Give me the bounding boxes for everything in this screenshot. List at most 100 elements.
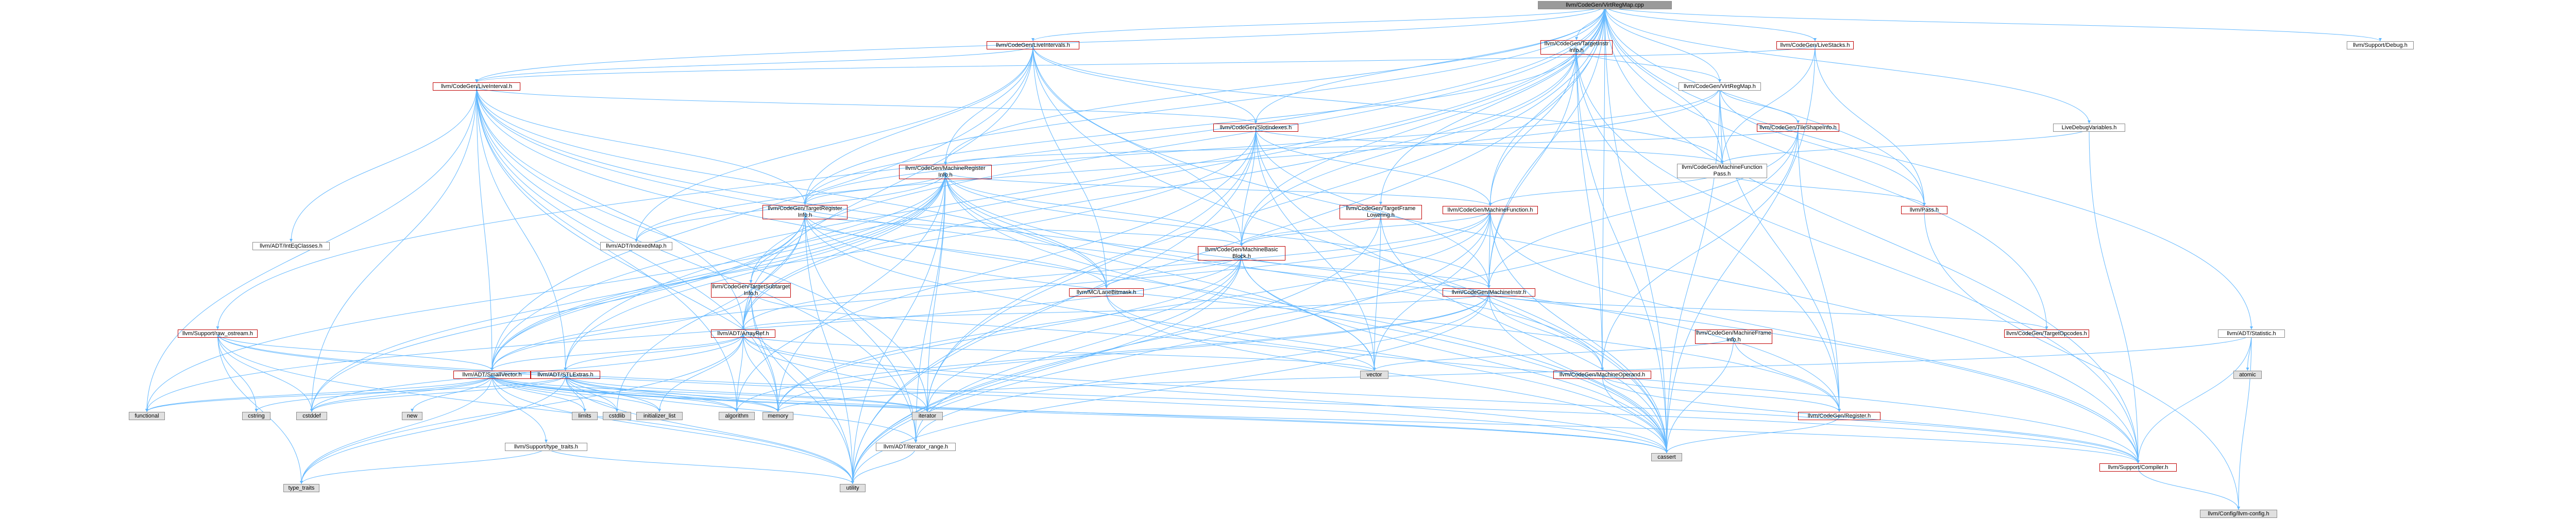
edge-virtregmaph-to-pass: [1719, 86, 1926, 206]
edge-livestacks-to-cassert: [1665, 45, 1816, 454]
node-stats[interactable]: llvm/ADT/Statistic.h: [2218, 330, 2285, 338]
node-cstddef[interactable]: cstddef: [296, 412, 327, 420]
node-mbb[interactable]: llvm/CodeGen/MachineBasic Block.h: [1198, 246, 1285, 261]
edge-mbb-to-utility: [851, 253, 1242, 484]
node-tsi[interactable]: llvm/CodeGen/TargetSubtarget Info.h: [711, 283, 791, 298]
edge-liveinterval-to-cstddef: [310, 86, 477, 412]
edge-mop-to-register: [1602, 374, 1841, 412]
node-initlist[interactable]: initializer_list: [636, 412, 683, 420]
node-stlextras[interactable]: llvm/ADT/STLExtras.h: [531, 371, 600, 379]
node-iterator[interactable]: iterator: [912, 412, 943, 420]
edge-mbb-to-lanebm: [1105, 253, 1242, 289]
edge-mri-to-utility: [851, 171, 946, 484]
edge-smallvec-to-memory: [492, 374, 779, 412]
node-typetraits[interactable]: type_traits: [283, 484, 319, 492]
node-cstring[interactable]: cstring: [242, 412, 270, 420]
edge-mri-to-tri: [803, 171, 946, 205]
node-debug[interactable]: llvm/Support/Debug.h: [2347, 41, 2414, 49]
edge-tfl-to-vector: [1372, 212, 1381, 371]
node-register[interactable]: llvm/CodeGen/Register.h: [1798, 412, 1880, 420]
edge-root-to-rawos: [216, 5, 1605, 330]
edge-mf-to-compiler: [1490, 210, 2140, 464]
node-mop[interactable]: llvm/CodeGen/MachineOperand.h: [1553, 371, 1651, 379]
edge-mframe-to-cassert: [1665, 336, 1734, 454]
edge-smallvec-to-utility: [492, 374, 854, 484]
edge-tsi-to-smallvec: [490, 290, 751, 371]
node-iterrange[interactable]: llvm/ADT/iterator_range.h: [876, 443, 956, 451]
node-limits[interactable]: limits: [572, 412, 598, 420]
edge-arrayref-to-vector: [743, 333, 1376, 371]
edge-mri-to-arrayref: [741, 171, 946, 330]
node-tfl[interactable]: llvm/CodeGen/TargetFrame Lowering.h: [1340, 205, 1422, 219]
edge-slotidx-to-smallvec: [490, 127, 1256, 371]
node-mfpass[interactable]: llvm/CodeGen/MachineFunction Pass.h: [1677, 164, 1767, 178]
edge-tileshape-to-utility: [851, 127, 1799, 484]
node-rawos[interactable]: llvm/Support/raw_ostream.h: [178, 330, 258, 338]
edge-mframe-to-vector: [1372, 336, 1734, 371]
node-virtregmaph[interactable]: llvm/CodeGen/VirtRegMap.h: [1679, 82, 1761, 91]
edge-tgtinstr-to-minstr: [1487, 47, 1577, 289]
edge-mri-to-vector: [945, 171, 1376, 371]
edge-smallvec-to-typetraits: [300, 374, 493, 484]
edge-rawos-to-compiler: [217, 333, 2140, 464]
edge-root-to-iterator: [926, 5, 1605, 412]
edge-root-to-liveinterval: [475, 5, 1605, 83]
edge-virtregmaph-to-tri: [803, 86, 1720, 205]
node-atomic[interactable]: atomic: [2233, 371, 2262, 379]
node-new[interactable]: new: [402, 412, 422, 420]
node-root[interactable]: llvm/CodeGen/VirtRegMap.cpp: [1538, 1, 1672, 9]
node-smallvec[interactable]: llvm/ADT/SmallVector.h: [453, 371, 531, 379]
node-tgtinstr[interactable]: llvm/CodeGen/TargetInstr Info.h: [1540, 40, 1613, 55]
node-arrayref[interactable]: llvm/ADT/ArrayRef.h: [711, 330, 775, 338]
node-cassert[interactable]: cassert: [1651, 453, 1682, 461]
edge-root-to-mbb: [1240, 5, 1605, 247]
edge-tri-to-lanebm: [805, 212, 1108, 289]
edge-stats-to-memory: [776, 333, 2252, 412]
edge-mbb-to-cassert: [1241, 253, 1668, 454]
edge-typetraitsh-to-utility: [546, 446, 854, 484]
node-memory[interactable]: memory: [762, 412, 793, 420]
node-tileshape[interactable]: llvm/CodeGen/TileShapeInfo.h: [1757, 124, 1839, 132]
node-liveinterval[interactable]: llvm/CodeGen/LiveInterval.h: [433, 82, 520, 91]
edge-slotidx-to-algorithm: [735, 127, 1256, 412]
edge-minstr-to-iterrange: [914, 292, 1489, 443]
node-compiler[interactable]: llvm/Support/Compiler.h: [2099, 463, 2177, 472]
node-lanebm[interactable]: llvm/MC/LaneBitmask.h: [1069, 288, 1144, 297]
node-slotidx[interactable]: llvm/CodeGen/SlotIndexes.h: [1213, 124, 1298, 132]
node-utility[interactable]: utility: [840, 484, 866, 492]
edge-tgtinstr-to-cassert: [1576, 47, 1668, 454]
edge-root-to-minstr: [1487, 5, 1605, 289]
edge-slotidx-to-mfpass: [1256, 127, 1724, 164]
node-minstr[interactable]: llvm/CodeGen/MachineInstr.h: [1443, 288, 1535, 297]
node-functional[interactable]: functional: [129, 412, 165, 420]
edge-rawos-to-cstring: [217, 333, 258, 412]
node-indexedmap[interactable]: llvm/ADT/IndexedMap.h: [600, 242, 672, 250]
node-livestacks[interactable]: llvm/CodeGen/LiveStacks.h: [1776, 41, 1854, 49]
edge-liveint-to-mfpass: [1032, 45, 1724, 164]
node-mf[interactable]: llvm/CodeGen/MachineFunction.h: [1443, 206, 1538, 214]
edge-liveinterval-to-arrayref: [476, 86, 745, 330]
node-mframe[interactable]: llvm/CodeGen/MachineFrame Info.h: [1695, 330, 1772, 344]
edge-arrayref-to-iterator: [743, 333, 929, 412]
node-cstdlib[interactable]: cstdlib: [603, 412, 631, 420]
edge-arrayref-to-smallvec: [490, 333, 743, 371]
node-inteq[interactable]: llvm/ADT/IntEqClasses.h: [252, 242, 330, 250]
edge-smallvec-to-iterator: [492, 374, 929, 412]
node-liveint[interactable]: llvm/CodeGen/LiveIntervals.h: [987, 41, 1079, 49]
node-tgtopc[interactable]: llvm/CodeGen/TargetOpcodes.h: [2004, 330, 2089, 338]
node-tri[interactable]: llvm/CodeGen/TargetRegister Info.h: [762, 205, 848, 219]
edge-tri-to-utility: [805, 212, 854, 484]
edge-liveint-to-mri: [944, 45, 1033, 165]
edge-stlextras-to-utility: [565, 374, 854, 484]
node-mri[interactable]: llvm/CodeGen/MachineRegister Info.h: [899, 165, 992, 179]
node-algorithm[interactable]: algorithm: [719, 412, 755, 420]
node-typetraitsh[interactable]: llvm/Support/type_traits.h: [505, 443, 587, 451]
edge-root-to-tri: [803, 5, 1605, 205]
node-config[interactable]: llvm/Config/llvm-config.h: [2200, 510, 2277, 518]
node-livedebug[interactable]: LiveDebugVariables.h: [2053, 124, 2125, 132]
node-vector[interactable]: vector: [1360, 371, 1388, 379]
node-pass[interactable]: llvm/Pass.h: [1901, 206, 1947, 214]
edge-liveint-to-lanebm: [1032, 45, 1108, 289]
edge-liveint-to-cassert: [1032, 45, 1668, 454]
edge-minstr-to-cassert: [1488, 292, 1668, 454]
